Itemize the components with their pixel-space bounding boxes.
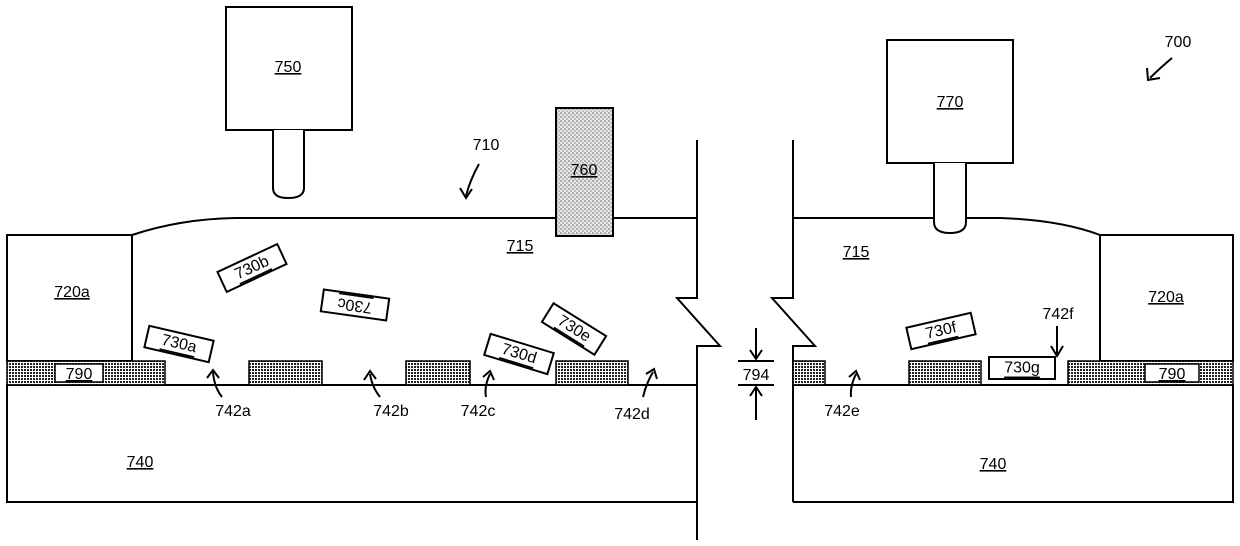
label-715-right: 715 [843, 244, 870, 261]
stem-750 [273, 130, 304, 198]
label-742d: 742d [614, 406, 650, 423]
label-742c: 742c [461, 403, 496, 420]
label-742e: 742e [824, 403, 860, 420]
label-742a: 742a [215, 403, 251, 420]
label-742f: 742f [1042, 306, 1074, 323]
label-750: 750 [275, 59, 302, 76]
break-left [677, 140, 720, 540]
arrow-710 [466, 164, 479, 196]
strip-segment [249, 361, 322, 385]
stem-770 [934, 163, 966, 233]
label-794: 794 [743, 367, 770, 384]
label-790-left: 790 [66, 366, 93, 383]
label-715-left: 715 [507, 238, 534, 255]
strip-segment [406, 361, 470, 385]
label-740-left: 740 [127, 454, 154, 471]
strip-segment [793, 361, 825, 385]
label-790-right: 790 [1159, 366, 1186, 383]
base-left [7, 385, 697, 502]
strip-segment [909, 361, 981, 385]
label-730g: 730g [1004, 360, 1040, 377]
label-740-right: 740 [980, 456, 1007, 473]
label-742b: 742b [373, 403, 409, 420]
arrow-700 [1150, 58, 1172, 78]
break-right [772, 140, 815, 502]
strip-segment [556, 361, 628, 385]
label-720a-right: 720a [1148, 289, 1184, 306]
label-720a-left: 720a [54, 284, 90, 301]
label-700: 700 [1165, 34, 1192, 51]
label-770: 770 [937, 94, 964, 111]
label-710: 710 [473, 137, 500, 154]
label-760: 760 [571, 162, 598, 179]
